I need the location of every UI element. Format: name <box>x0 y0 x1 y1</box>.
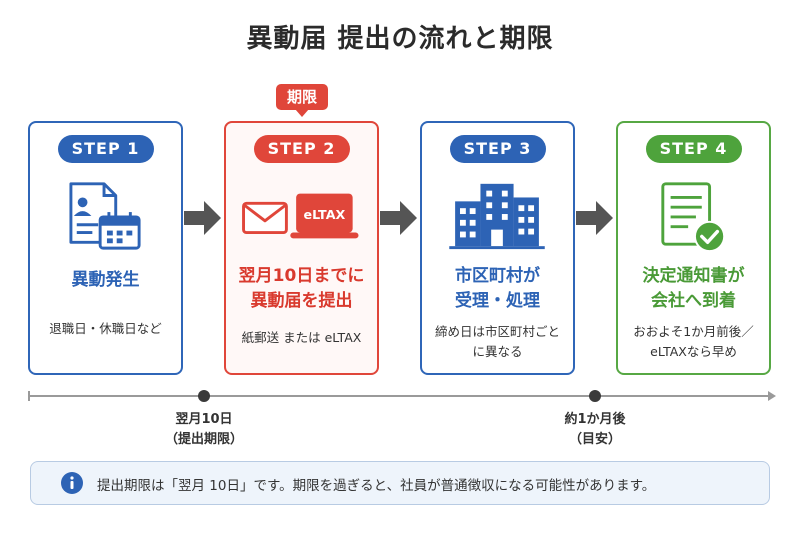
envelope-laptop-icon: eLTAX <box>242 193 359 239</box>
step-1-label: STEP 1 <box>57 135 154 163</box>
step-4-subtext-line-2: eLTAXなら早め <box>650 344 737 359</box>
step-1-heading: 異動発生 <box>71 270 140 290</box>
step-2-heading-line-1: 翌月10日までに <box>238 266 365 286</box>
step-4-heading-line-1: 決定通知書が <box>642 266 745 286</box>
step-4-subtext-line-1: おおよそ1か月前後／ <box>633 324 754 339</box>
flow-arrow-icon <box>184 201 221 235</box>
timeline-label-one-month: 約1か月後 （目安） <box>525 410 665 450</box>
step-3-subtext-line-2: に異なる <box>472 344 523 359</box>
timeline-marker-deadline <box>198 390 210 402</box>
deadline-badge: 期限 <box>276 84 328 110</box>
flow-arrow-icon <box>380 201 417 235</box>
step-4-heading-line-2: 会社へ到着 <box>651 291 736 311</box>
step-3-heading-line-2: 受理・処理 <box>455 291 540 311</box>
step-4-label: STEP 4 <box>645 135 742 163</box>
timeline-arrowhead <box>768 391 776 401</box>
timeline-label-one-month-line-2: （目安） <box>568 432 621 447</box>
step-3-label: STEP 3 <box>449 135 546 163</box>
info-icon <box>61 472 83 494</box>
step-1-subtext: 退職日・休職日など <box>49 321 162 336</box>
step-1-card: STEP 1 異動発生 退職日・休職日など <box>28 121 183 375</box>
deadline-badge-pointer <box>295 109 309 117</box>
step-2-subtext: 紙郵送 または eLTAX <box>241 330 362 345</box>
step-4-card: STEP 4 決定通知書が 会社へ到着 おおよそ1か月前後／ eLTAXなら早め <box>616 121 771 375</box>
timeline-label-deadline-line-1: 翌月10日 <box>175 412 233 427</box>
laptop-screen-text: eLTAX <box>304 207 346 222</box>
step-2-label: STEP 2 <box>253 135 350 163</box>
timeline-label-one-month-line-1: 約1か月後 <box>564 412 626 427</box>
document-person-calendar-icon <box>69 182 141 250</box>
step-3-heading-line-1: 市区町村が <box>455 266 540 286</box>
step-2-card: STEP 2 eLTAX 翌月10日までに 異動届を提出 紙郵送 または eLT… <box>224 121 379 375</box>
office-building-icon <box>449 183 545 250</box>
flow-arrow-icon <box>576 201 613 235</box>
page-title: 異動届 提出の流れと期限 <box>246 24 554 54</box>
timeline-axis <box>28 395 772 397</box>
step-2-heading-line-2: 異動届を提出 <box>250 291 353 311</box>
info-note-text: 提出期限は「翌月 10日」です。期限を過ぎると、社員が普通徴収になる可能性があり… <box>97 478 656 494</box>
info-note: 提出期限は「翌月 10日」です。期限を過ぎると、社員が普通徴収になる可能性があり… <box>30 461 770 505</box>
document-check-icon <box>661 182 726 253</box>
timeline-label-deadline-line-2: （提出期限） <box>164 432 243 447</box>
timeline-label-deadline: 翌月10日 （提出期限） <box>134 410 274 450</box>
timeline-marker-one-month <box>589 390 601 402</box>
step-3-card: STEP 3 市区町村が 受理・処理 締め日は市区町村ごと に異なる <box>420 121 575 375</box>
step-3-subtext-line-1: 締め日は市区町村ごと <box>434 324 560 339</box>
timeline-start-cap <box>28 391 30 401</box>
